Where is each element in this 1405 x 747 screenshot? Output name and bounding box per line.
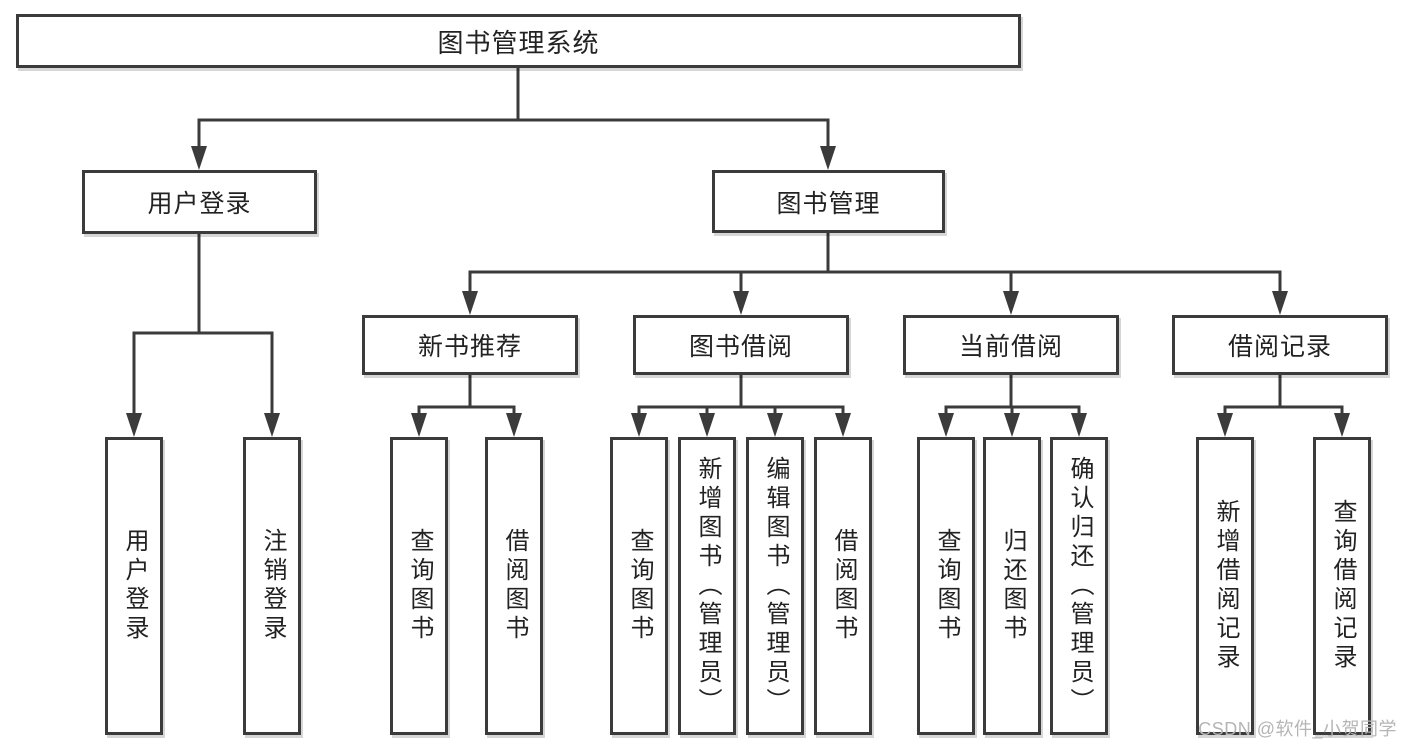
leaf-confirm-return-admin: 确认归还（管理员） [1050, 437, 1108, 735]
leaf-user-login-label: 用户登录 [121, 528, 148, 644]
section-current-borrowing-label: 当前借阅 [958, 333, 1063, 361]
section-current-borrowing: 当前借阅 [903, 315, 1119, 375]
node-root-label: 图书管理系统 [437, 27, 600, 58]
leaf-borrow-books-newbooks: 借阅图书 [485, 437, 543, 735]
node-root: 图书管理系统 [16, 14, 1021, 68]
section-new-books: 新书推荐 [362, 315, 578, 375]
leaf-edit-books-admin-label: 编辑图书（管理员） [762, 455, 789, 717]
leaf-search-books-current-label: 查询图书 [933, 528, 960, 644]
branch-user-login: 用户登录 [82, 170, 317, 234]
leaf-search-borrow-record: 查询借阅记录 [1313, 437, 1371, 735]
branch-book-management-label: 图书管理 [776, 189, 881, 218]
leaf-search-borrow-record-label: 查询借阅记录 [1329, 499, 1356, 673]
leaf-edit-books-admin: 编辑图书（管理员） [746, 437, 804, 735]
branch-book-management: 图书管理 [712, 170, 945, 233]
leaf-add-books-admin-label: 新增图书（管理员） [694, 455, 721, 717]
leaf-search-books-borrowing-label: 查询图书 [626, 528, 653, 644]
section-borrow-records-label: 借阅记录 [1227, 333, 1332, 361]
leaf-add-books-admin: 新增图书（管理员） [678, 437, 736, 735]
leaf-confirm-return-admin-label: 确认归还（管理员） [1066, 455, 1093, 717]
leaf-search-books-newbooks-label: 查询图书 [406, 528, 433, 644]
leaf-logout-login: 注销登录 [243, 437, 301, 735]
leaf-add-borrow-record-label: 新增借阅记录 [1212, 499, 1239, 673]
branch-user-login-label: 用户登录 [147, 190, 252, 218]
leaf-logout-login-label: 注销登录 [259, 528, 286, 644]
leaf-add-borrow-record: 新增借阅记录 [1196, 437, 1254, 735]
section-new-books-label: 新书推荐 [417, 333, 522, 361]
leaf-borrow-books-borrowing: 借阅图书 [814, 437, 872, 735]
section-book-borrowing-label: 图书借阅 [688, 333, 793, 361]
section-book-borrowing: 图书借阅 [633, 315, 849, 375]
leaf-return-books: 归还图书 [983, 437, 1041, 735]
csdn-watermark: CSDN @软件_小贺同学 [1198, 719, 1397, 739]
leaf-return-books-label: 归还图书 [999, 528, 1026, 644]
section-borrow-records: 借阅记录 [1172, 315, 1388, 375]
leaf-borrow-books-newbooks-label: 借阅图书 [501, 528, 528, 644]
leaf-user-login: 用户登录 [105, 437, 163, 735]
leaf-search-books-current: 查询图书 [917, 437, 975, 735]
leaf-borrow-books-borrowing-label: 借阅图书 [830, 528, 857, 644]
leaf-search-books-borrowing: 查询图书 [610, 437, 668, 735]
leaf-search-books-newbooks: 查询图书 [390, 437, 448, 735]
